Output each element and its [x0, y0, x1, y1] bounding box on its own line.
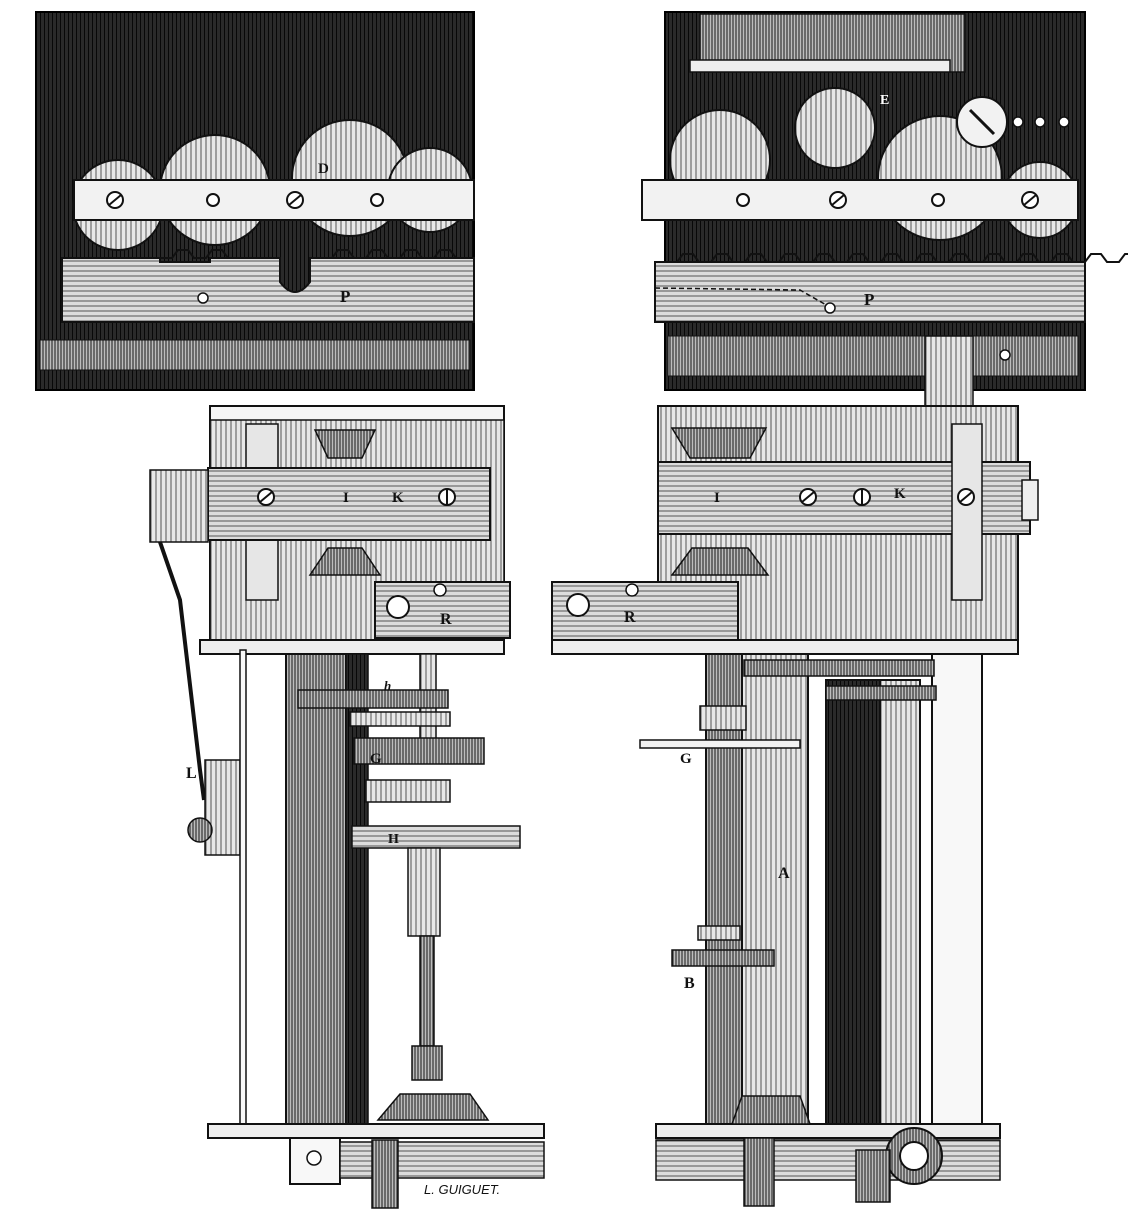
top-left-panel: P D — [35, 11, 475, 391]
label-K-right: K — [894, 486, 906, 502]
label-D: D — [318, 161, 329, 177]
label-G-left: G — [370, 751, 382, 767]
label-I-right: I — [714, 490, 720, 506]
label-A: A — [778, 865, 790, 882]
label-I-left: I — [343, 490, 349, 506]
label-P-top-right: P — [864, 290, 874, 309]
label-B: B — [684, 975, 695, 992]
label-E: E — [880, 93, 889, 108]
engraver-signature: L. GUIGUET. — [424, 1182, 500, 1197]
top-right-panel: P E — [641, 11, 1128, 407]
label-P-top-left: P — [340, 287, 350, 306]
bottom-right-assembly: I K R G A B — [551, 405, 1039, 1207]
label-L: L — [186, 765, 197, 782]
label-K-left: K — [392, 490, 404, 506]
label-h: h — [384, 678, 391, 693]
bottom-left-assembly: I K R L h G H — [149, 405, 545, 1209]
label-G-right: G — [680, 751, 692, 767]
label-R-left: R — [440, 611, 452, 628]
label-R-right: R — [624, 609, 636, 626]
label-H: H — [388, 832, 399, 847]
